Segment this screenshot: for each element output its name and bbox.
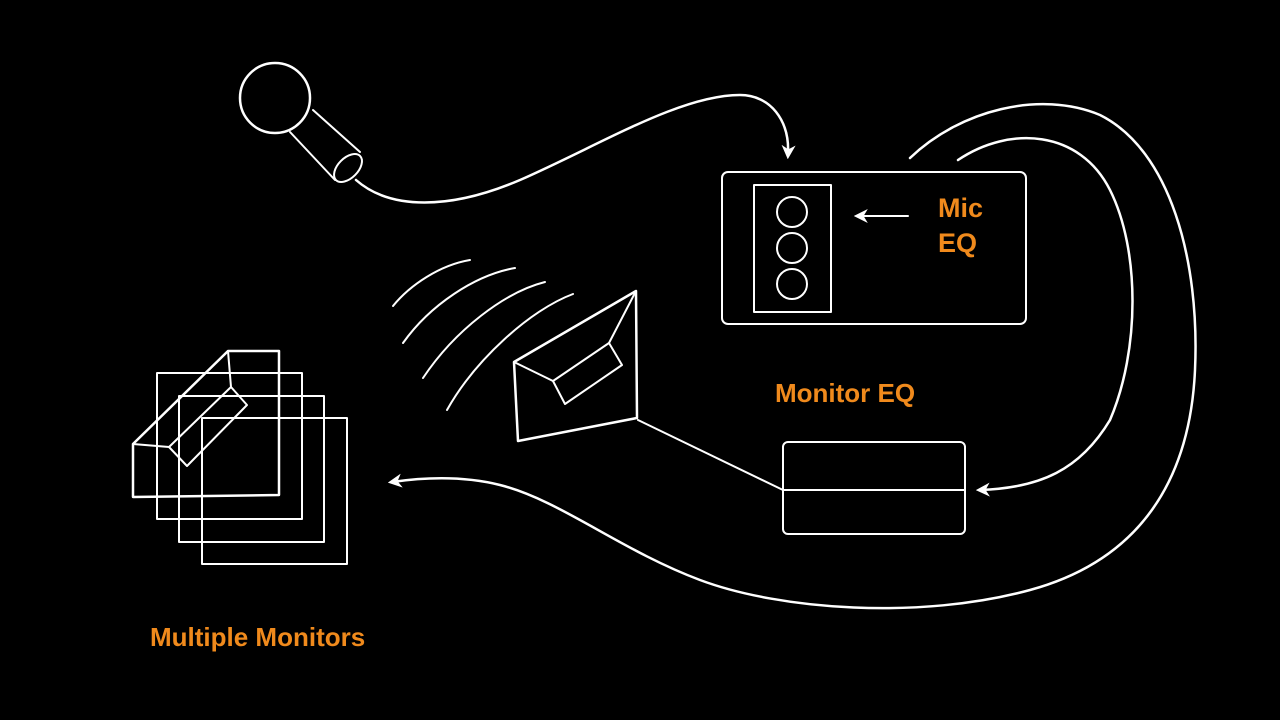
sound-waves-icon [392,259,574,411]
channel-knob [776,196,808,228]
cable-mixer-to-multiple-monitors [387,103,1197,610]
multiple-monitors-label: Multiple Monitors [150,622,365,652]
mic-eq-label-line2: EQ [938,228,977,258]
mic-eq-label-line1: Mic [938,193,983,223]
cable-mixer-to-monitor-eq [956,136,1134,497]
channel-knob [776,268,808,300]
wedge-speaker-icon [512,289,639,443]
cable-monitor-eq-to-wedge [637,419,784,491]
mixer-icon [721,171,1027,325]
microphone-icon [238,61,363,183]
monitor-eq-label: Monitor EQ [775,378,915,408]
rack-unit-icon [782,441,966,535]
channel-knob [776,232,808,264]
cable-mic-to-mixer [354,93,796,204]
stacked-wedge-speakers-icon [131,349,348,565]
